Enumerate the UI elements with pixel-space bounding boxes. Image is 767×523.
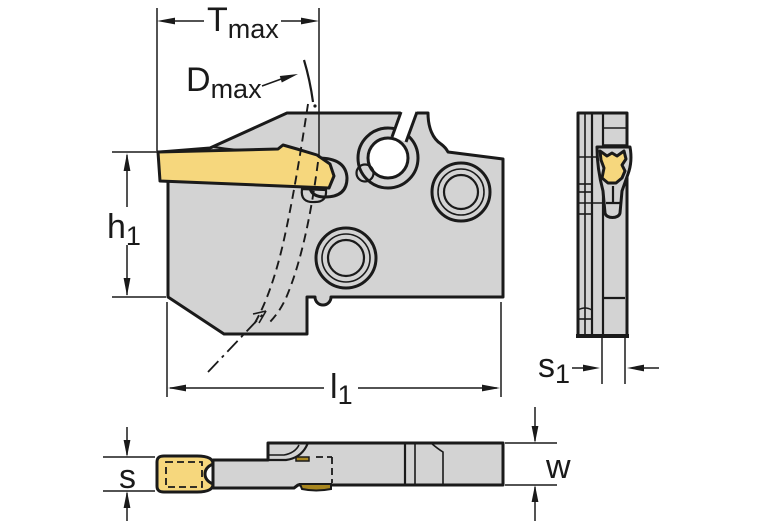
bottom-view	[155, 441, 505, 494]
dmax-tangent-tick	[302, 59, 315, 103]
h1-arrow-down	[123, 278, 131, 296]
s-arrow-down	[123, 440, 131, 457]
dim-dmax: Dmax	[186, 59, 317, 108]
w-arrow-up	[531, 485, 539, 502]
bottom-view-body	[211, 441, 505, 490]
slot-edge-left	[390, 111, 403, 138]
hidden-edge	[316, 456, 333, 483]
label-h1: h1	[107, 208, 141, 251]
insert-sliver-bottom	[298, 483, 332, 492]
dim-h1: h1	[107, 151, 166, 298]
l1-arrow-right	[482, 384, 500, 392]
mounting-hole-lower-bore	[326, 238, 366, 278]
dmax-tick-dot	[313, 104, 317, 108]
end-tick-h	[577, 307, 593, 311]
centerline-arrowhead	[252, 310, 267, 324]
dim-l1: l1	[166, 302, 502, 410]
insert-seat-pin	[606, 186, 620, 205]
tmax-arrow-left	[157, 17, 175, 25]
end-insert	[598, 149, 628, 185]
tmax-arrow-right	[301, 17, 319, 25]
slot-edge-right	[404, 111, 419, 143]
s1-arrow-left-pointing	[627, 364, 644, 372]
insert-tip	[155, 454, 215, 494]
dim-s: s	[103, 427, 155, 521]
label-s: s	[119, 458, 136, 496]
mounting-hole-right-mid	[437, 168, 485, 216]
tool-body	[158, 111, 505, 336]
dmax-arc-inner	[267, 161, 319, 325]
h1-arrow-up	[123, 153, 131, 171]
end-view	[576, 111, 633, 338]
blade-lip	[300, 187, 328, 204]
s-arrow-up	[123, 491, 131, 508]
label-w: w	[545, 448, 571, 486]
s1-arrow-right-pointing	[583, 364, 600, 372]
w-arrow-down	[531, 426, 539, 443]
l1-arrow-left	[168, 384, 186, 392]
insert-tip-hidden-outline	[165, 461, 203, 488]
label-tmax: Tmax	[207, 1, 279, 44]
screwdriver-slot	[392, 111, 417, 142]
body-curve	[430, 442, 444, 485]
blade-fillet	[268, 442, 309, 462]
dmax-leader	[261, 77, 285, 87]
dmax-arrowhead	[279, 74, 298, 83]
coolant-hole-small	[355, 163, 375, 183]
label-dmax: Dmax	[186, 61, 262, 104]
label-l1: l1	[330, 368, 353, 410]
clamp-screw-bore	[366, 136, 410, 180]
mounting-hole-lower-outer	[314, 226, 378, 290]
insert-sliver-top	[295, 456, 310, 462]
dim-tmax: Tmax	[156, 1, 320, 158]
mounting-hole-right-outer	[430, 161, 492, 223]
cutting-insert	[156, 143, 336, 190]
workpiece-centerline	[207, 310, 267, 373]
main-side-view	[156, 103, 505, 373]
blade-chamfer	[268, 444, 300, 456]
dim-w: w	[505, 407, 571, 521]
label-s1: s1	[538, 347, 570, 389]
mounting-hole-right-bore	[442, 173, 480, 211]
mounting-hole-lower-mid	[321, 233, 371, 283]
dim-s1: s1	[538, 338, 659, 389]
